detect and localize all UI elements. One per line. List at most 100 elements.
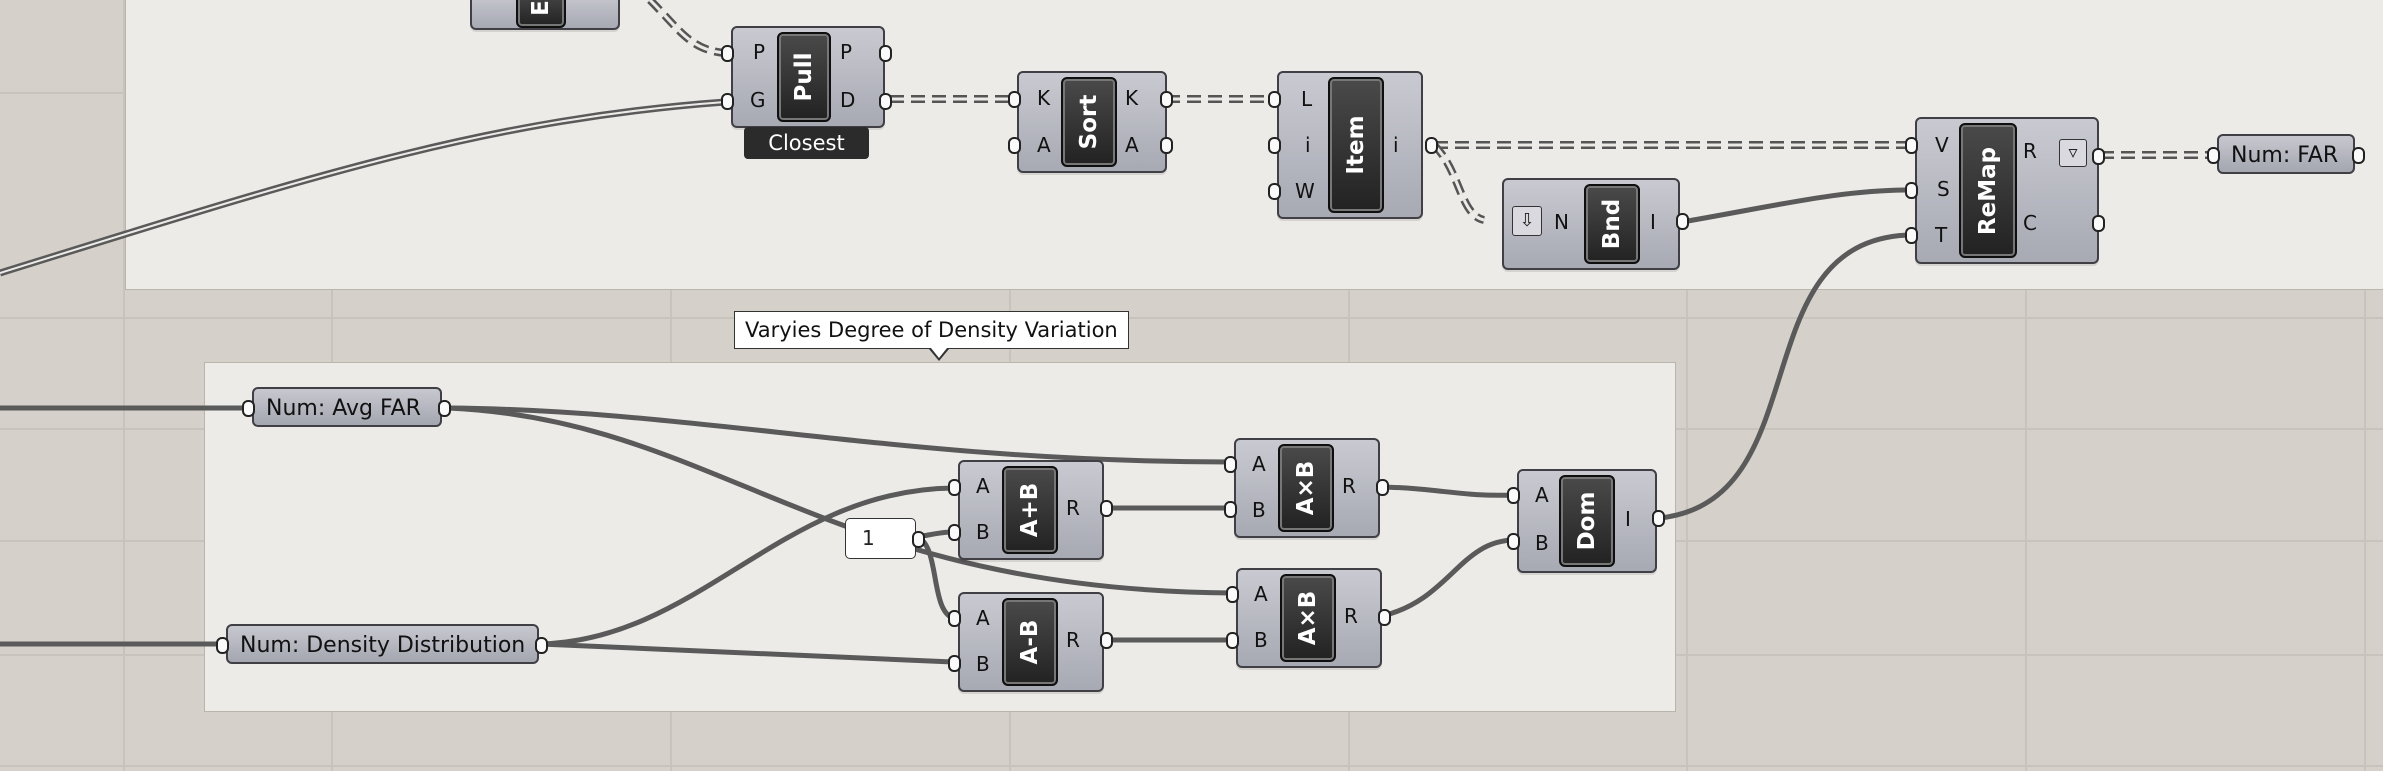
output-jack[interactable] <box>1160 137 1173 154</box>
grid-line <box>2025 0 2027 771</box>
input-jack[interactable] <box>1008 91 1021 108</box>
output-i: I <box>1625 507 1631 531</box>
subtraction-component[interactable]: A B A-B R <box>958 592 1104 692</box>
input-p: P <box>753 40 766 64</box>
component-name: Bnd <box>1599 198 1625 250</box>
input-jack[interactable] <box>1268 183 1281 200</box>
input-jack[interactable] <box>948 610 961 627</box>
output-jack[interactable] <box>1378 609 1391 626</box>
input-jack[interactable] <box>1268 137 1281 154</box>
param-num-density-distribution[interactable]: Num: Density Distribution <box>226 624 539 664</box>
input-a: A <box>1252 452 1266 476</box>
bnd-component[interactable]: ⇩ N Bnd I <box>1502 178 1680 270</box>
bnd-core: Bnd <box>1584 184 1640 264</box>
multiplication-core: A×B <box>1278 444 1334 532</box>
input-b: B <box>1535 531 1549 555</box>
input-a: A <box>1037 133 1051 157</box>
group-label-pointer-fill <box>931 348 947 358</box>
input-jack[interactable] <box>1905 137 1918 154</box>
value-panel[interactable]: 1 <box>845 518 916 559</box>
input-l: L <box>1301 87 1313 111</box>
output-jack[interactable] <box>1100 632 1113 649</box>
input-jack[interactable] <box>721 93 734 110</box>
output-jack[interactable] <box>2092 148 2105 165</box>
input-jack[interactable] <box>1507 487 1520 504</box>
domain-core: Dom <box>1559 475 1615 567</box>
input-jack[interactable] <box>1905 182 1918 199</box>
output-jack[interactable] <box>1425 137 1438 154</box>
output-jack[interactable] <box>1676 213 1689 230</box>
input-s: S <box>1937 177 1950 201</box>
output-r: R <box>2023 139 2037 163</box>
output-jack[interactable] <box>535 637 548 654</box>
input-jack[interactable] <box>1268 91 1281 108</box>
input-v: V <box>1935 133 1949 157</box>
pull-component[interactable]: P G Pull P D <box>731 26 885 128</box>
sort-component[interactable]: K A Sort K A <box>1017 71 1167 173</box>
input-jack[interactable] <box>948 524 961 541</box>
input-jack[interactable] <box>216 637 229 654</box>
output-k: K <box>1125 86 1139 110</box>
input-jack[interactable] <box>1224 456 1237 473</box>
closest-tag: Closest <box>744 127 869 159</box>
input-b: B <box>1252 498 1266 522</box>
input-jack[interactable] <box>1507 533 1520 550</box>
input-jack[interactable] <box>1226 632 1239 649</box>
input-jack[interactable] <box>1226 586 1239 603</box>
param-num-avg-far[interactable]: Num: Avg FAR <box>252 387 442 427</box>
down-arrow-icon[interactable]: ⇩ <box>1512 206 1542 236</box>
input-jack[interactable] <box>1224 501 1237 518</box>
input-jack[interactable] <box>948 655 961 672</box>
param-num-far[interactable]: Num: FAR <box>2217 134 2355 174</box>
addition-component[interactable]: A B A+B R <box>958 460 1104 560</box>
output-jack[interactable] <box>2352 147 2365 164</box>
output-p: P <box>840 40 853 64</box>
component-name: ReMap <box>1975 146 2001 235</box>
input-g: G <box>750 88 766 112</box>
multiplication-component[interactable]: A B A×B R <box>1236 568 1382 668</box>
domain-component[interactable]: A B Dom I <box>1517 469 1657 573</box>
input-jack[interactable] <box>1905 227 1918 244</box>
input-jack[interactable] <box>721 45 734 62</box>
remap-component[interactable]: V S T ReMap R C ▿ <box>1915 117 2099 264</box>
input-a: A <box>976 474 990 498</box>
partial-component[interactable]: E <box>470 0 620 30</box>
output-d: D <box>840 88 856 112</box>
input-jack[interactable] <box>2207 147 2220 164</box>
input-jack[interactable] <box>948 479 961 496</box>
input-b: B <box>976 520 990 544</box>
component-name: Sort <box>1076 94 1102 150</box>
input-b: B <box>1254 628 1268 652</box>
output-jack[interactable] <box>1376 479 1389 496</box>
output-r: R <box>1342 474 1356 498</box>
input-k: K <box>1037 86 1051 110</box>
component-name: Item <box>1343 115 1369 175</box>
output-jack[interactable] <box>879 45 892 62</box>
sort-core: Sort <box>1061 77 1117 167</box>
input-w: W <box>1295 179 1315 203</box>
grid-line <box>0 317 2383 319</box>
partial-component-core: E <box>516 0 566 28</box>
multiplication-core: A×B <box>1280 574 1336 662</box>
output-i: I <box>1650 210 1656 234</box>
remap-core: ReMap <box>1959 123 2017 258</box>
grid-line <box>2364 0 2366 771</box>
output-jack[interactable] <box>2092 215 2105 232</box>
grid-line <box>123 0 125 771</box>
multiplication-component[interactable]: A B A×B R <box>1234 438 1380 538</box>
group-label[interactable]: Varyies Degree of Density Variation <box>734 311 1129 349</box>
grid-line <box>0 765 2383 767</box>
output-jack[interactable] <box>879 93 892 110</box>
input-a: A <box>1535 483 1549 507</box>
output-jack[interactable] <box>1100 500 1113 517</box>
funnel-icon[interactable]: ▿ <box>2059 139 2087 167</box>
output-jack[interactable] <box>912 531 925 548</box>
input-jack[interactable] <box>1008 137 1021 154</box>
output-jack[interactable] <box>1160 91 1173 108</box>
input-jack[interactable] <box>242 400 255 417</box>
output-jack[interactable] <box>1652 510 1665 527</box>
output-jack[interactable] <box>438 400 451 417</box>
item-component[interactable]: L i W Item i <box>1277 71 1423 219</box>
input-b: B <box>976 652 990 676</box>
